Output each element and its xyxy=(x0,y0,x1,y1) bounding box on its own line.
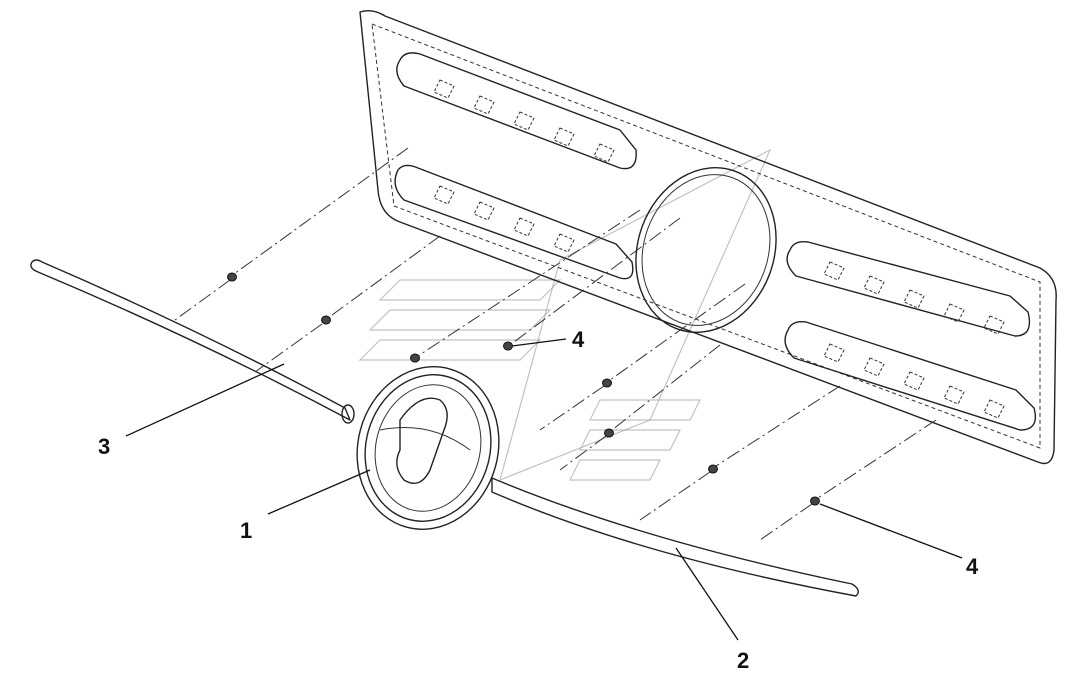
fastener-nuts xyxy=(227,272,820,506)
nut-3 xyxy=(410,353,420,363)
nut-1 xyxy=(227,272,237,282)
grille-body xyxy=(359,9,1057,465)
watermark-logo xyxy=(358,148,772,482)
nut-5 xyxy=(602,378,612,388)
nut-2 xyxy=(321,315,331,325)
leader-4b xyxy=(819,503,963,559)
callout-3: 3 xyxy=(98,434,110,459)
leader-3 xyxy=(125,363,285,437)
leader-1 xyxy=(267,469,371,515)
emblem-part xyxy=(356,366,500,530)
callout-1: 1 xyxy=(240,518,252,543)
callout-4b: 4 xyxy=(966,554,979,579)
grille-cells xyxy=(433,79,1005,419)
callout-leaders xyxy=(125,338,963,641)
callout-4a: 4 xyxy=(572,327,585,352)
nut-7 xyxy=(708,464,718,474)
trim-strip-upper xyxy=(30,259,355,424)
nut-4 xyxy=(503,341,513,351)
nut-8 xyxy=(810,496,820,506)
leader-4a xyxy=(511,338,567,347)
trim-strip-lower xyxy=(491,477,859,597)
leader-2 xyxy=(675,547,739,641)
center-lines xyxy=(174,147,937,541)
callout-labels: 1 2 3 4 4 xyxy=(98,327,979,673)
callout-2: 2 xyxy=(737,648,749,673)
nut-6 xyxy=(604,428,614,438)
